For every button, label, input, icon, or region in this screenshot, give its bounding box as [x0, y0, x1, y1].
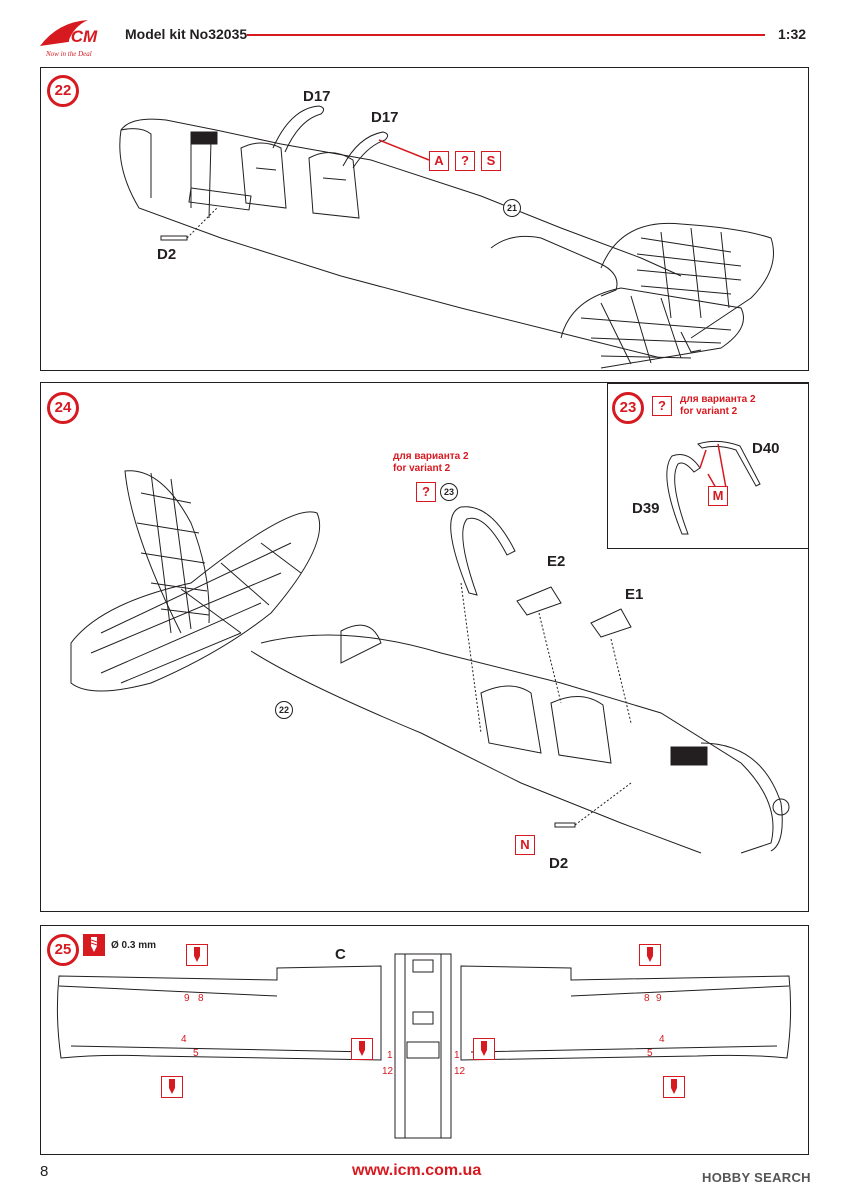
- icm-logo: ICM Now in the Deal: [38, 16, 114, 60]
- variant-en: for variant 2: [393, 463, 451, 474]
- hole-number: 1: [454, 1050, 460, 1061]
- step-25-panel: 25 Ø 0.3 mm C 9 8 8 9 4 5 5 4 1 12 1 12: [40, 925, 809, 1155]
- marker-m: M: [708, 486, 728, 506]
- part-e1-label: E1: [625, 586, 644, 603]
- variant-ru-23: для варианта 2: [680, 394, 756, 405]
- part-d39-label: D39: [632, 500, 660, 517]
- drill-icon: [83, 934, 105, 956]
- step-25-number: 25: [47, 934, 79, 966]
- step-24-number: 24: [47, 392, 79, 424]
- hole-number: 5: [193, 1048, 199, 1059]
- hole-number: 8: [198, 993, 204, 1004]
- hole-number: 4: [659, 1034, 665, 1045]
- model-kit-title: Model kit No32035: [125, 26, 248, 42]
- page-number: 8: [40, 1163, 49, 1180]
- scale-label: 1:32: [778, 26, 807, 42]
- drill-size-label: Ø 0.3 mm: [111, 940, 157, 951]
- drill-icon: [663, 1076, 685, 1098]
- marker-s: S: [481, 151, 501, 171]
- drill-icon: [161, 1076, 183, 1098]
- hole-number: 12: [454, 1066, 466, 1077]
- step-23-inset: 23 ? для варианта 2 for variant 2 D40 D3…: [607, 383, 808, 549]
- hole-number: 4: [181, 1034, 187, 1045]
- step-22-drawing: [119, 105, 774, 369]
- part-d40-label: D40: [752, 440, 780, 457]
- part-d17-right-label: D17: [371, 109, 399, 126]
- step-23-variant-note: для варианта 2 for variant 2: [680, 394, 756, 418]
- brand-tagline: Now in the Deal: [45, 50, 92, 58]
- variant-en-23: for variant 2: [680, 406, 738, 417]
- step-24-variant-note: для варианта 2 for variant 2: [393, 451, 469, 475]
- part-d2-label: D2: [157, 246, 177, 263]
- step-23-marker: ?: [652, 396, 672, 416]
- step-ref-23: 23: [440, 483, 458, 501]
- step-23-drawing: [666, 440, 761, 535]
- part-d2-label-24: D2: [549, 855, 569, 872]
- drill-icon: [351, 1038, 373, 1060]
- hole-number: 12: [382, 1066, 394, 1077]
- variant-ru: для варианта 2: [393, 451, 469, 462]
- step-ref-22: 22: [275, 701, 293, 719]
- step-22-panel: 22 D17 D17 D2 A ? S 21: [40, 67, 809, 371]
- part-c-label: C: [335, 946, 346, 963]
- step-24-drawing: [70, 470, 790, 854]
- marker-n: N: [515, 835, 535, 855]
- step-23-number: 23: [612, 392, 644, 424]
- drill-icon: [639, 944, 661, 966]
- step-24-panel: 24 для варианта 2 for variant 2 ? 23 E2 …: [40, 382, 809, 912]
- drill-icon: [473, 1038, 495, 1060]
- header-rule: [247, 34, 765, 36]
- step-22-number: 22: [47, 75, 79, 107]
- hole-number: 9: [656, 993, 662, 1004]
- part-d17-left-label: D17: [303, 88, 331, 105]
- step-25-drawing: [56, 953, 792, 1139]
- step-24-variant-marker: ?: [416, 482, 436, 502]
- watermark: HOBBY SEARCH: [702, 1170, 811, 1185]
- hole-number: 9: [184, 993, 190, 1004]
- marker-a: A: [429, 151, 449, 171]
- hole-number: 1: [387, 1050, 393, 1061]
- brand-text: ICM: [66, 27, 98, 46]
- hole-number: 5: [647, 1048, 653, 1059]
- marker-question: ?: [455, 151, 475, 171]
- hole-number: 8: [644, 993, 650, 1004]
- part-e2-label: E2: [547, 553, 566, 570]
- drill-icon: [186, 944, 208, 966]
- website-link[interactable]: www.icm.com.ua: [352, 1162, 482, 1179]
- step-ref-21: 21: [503, 199, 521, 217]
